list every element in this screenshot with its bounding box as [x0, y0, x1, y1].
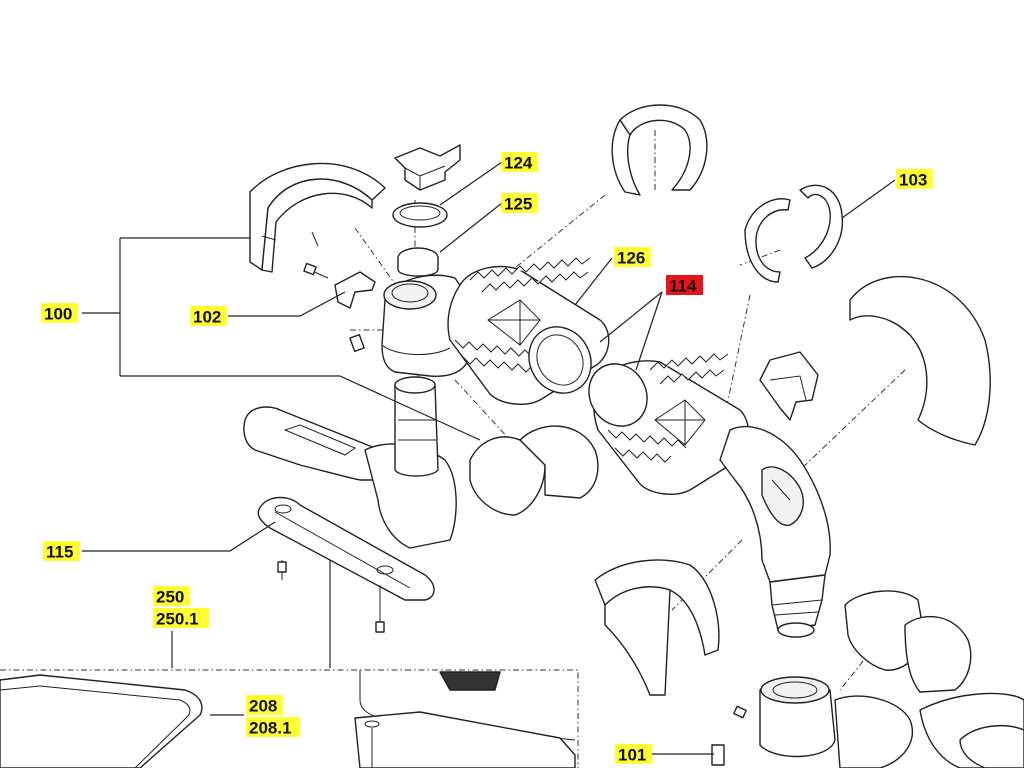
- callout-250-1-text: 250.1: [156, 610, 199, 629]
- callout-208-text: 208: [249, 697, 277, 716]
- callout-208-1-text: 208.1: [249, 719, 292, 738]
- callout-126: 126: [614, 247, 651, 268]
- leader-lines: [82, 161, 896, 755]
- callout-101: 101: [615, 744, 652, 765]
- elbow-connector-left: [381, 274, 471, 377]
- bottom-connector: [711, 676, 1024, 768]
- callout-124: 124: [501, 152, 538, 173]
- callout-208-1: 208.1: [246, 717, 300, 738]
- callout-102: 102: [190, 306, 227, 327]
- ribbed-exchanger-upper: [447, 257, 610, 405]
- callout-103-text: 103: [899, 171, 927, 190]
- callout-125-bg: [501, 193, 538, 213]
- callout-124-text: 124: [504, 154, 533, 173]
- callout-250-text: 250: [156, 588, 184, 607]
- callout-100-text: 100: [44, 305, 72, 324]
- callout-250-1-bg: [153, 608, 209, 628]
- lower-frame-region: [0, 669, 579, 768]
- callout-101-bg: [615, 744, 652, 764]
- callout-114-text: 114: [669, 277, 697, 296]
- callout-208: 208: [246, 695, 283, 716]
- callout-250: 250: [153, 586, 190, 607]
- callout-102-bg: [190, 306, 227, 326]
- callout-125: 125: [501, 193, 538, 214]
- callout-250-bg: [153, 586, 190, 606]
- callout-126-text: 126: [617, 249, 645, 268]
- callout-103-bg: [896, 169, 933, 189]
- callout-208-1-bg: [246, 717, 300, 737]
- callout-100-bg: [41, 303, 78, 323]
- ring-parts: [392, 202, 448, 277]
- callout-208-bg: [246, 695, 283, 715]
- clip-bracket-part: [394, 144, 461, 191]
- callout-103: 103: [896, 169, 933, 190]
- clamp-rings: [611, 104, 844, 283]
- callout-114-bg: [666, 275, 703, 295]
- callout-125-text: 125: [504, 195, 532, 214]
- callout-250-1: 250.1: [153, 608, 209, 629]
- elbow-connector-right: [719, 425, 831, 638]
- callout-115: 115: [43, 541, 80, 562]
- callout-101-text: 101: [618, 746, 646, 765]
- callout-100: 100: [41, 303, 78, 324]
- base-elbow-and-plate: [243, 376, 457, 633]
- callout-114: 114: [666, 275, 703, 296]
- callout-labels: 100 101 102 103 114 115 124 125: [41, 152, 933, 765]
- half-shells-bottom: [469, 425, 972, 696]
- callout-115-bg: [43, 541, 80, 561]
- callout-102-text: 102: [193, 308, 221, 327]
- half-shell-top-left: [249, 162, 386, 273]
- curved-shell-right: [759, 275, 991, 446]
- callout-115-text: 115: [46, 543, 73, 562]
- small-bracket-part: [303, 262, 376, 352]
- callout-124-bg: [501, 152, 538, 172]
- ribbed-exchanger-lower: [588, 353, 750, 495]
- callout-126-bg: [614, 247, 651, 267]
